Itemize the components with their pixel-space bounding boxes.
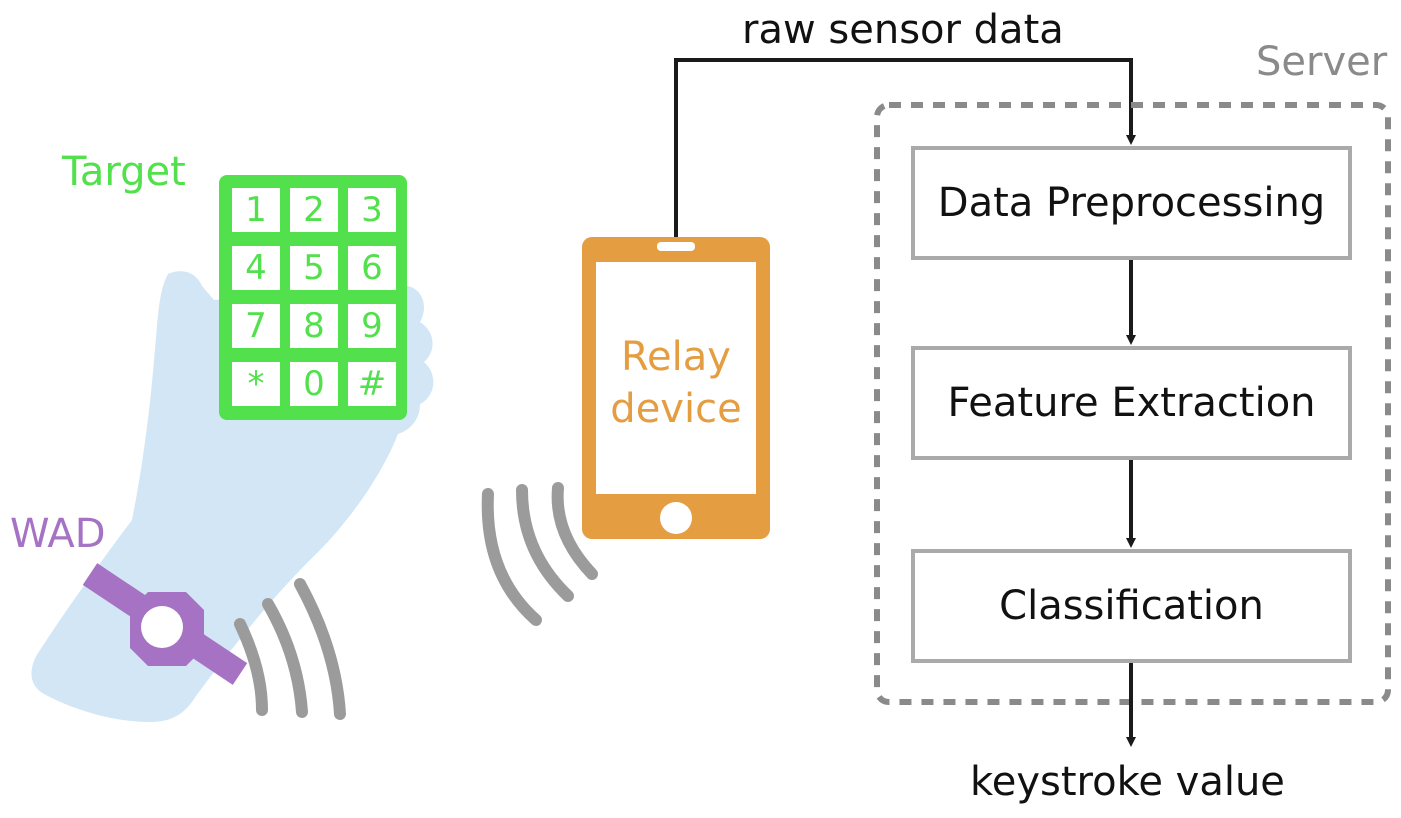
pipeline-label-classification: Classification [999,583,1264,629]
server-boundary [874,102,1391,705]
keypad-key: 6 [361,248,383,288]
keypad-key: 1 [245,190,267,230]
wad-signal-waves-icon [234,578,346,720]
keypad-key: 2 [303,190,325,230]
raw-sensor-data-label: raw sensor data [742,7,1064,53]
relay-signal-waves-icon [481,482,598,626]
keystroke-value-label: keystroke value [970,759,1285,805]
pipeline-label-feature-extraction: Feature Extraction [947,380,1316,426]
relay-label-line-2: device [610,386,742,432]
keypad-key: 4 [245,248,267,288]
keypad-key: 0 [303,364,325,404]
keypad-key: 3 [361,190,383,230]
pipeline-label-data-preprocessing: Data Preprocessing [937,180,1326,226]
pipeline-box-data-preprocessing [911,146,1352,260]
pipeline-box-feature-extraction [911,346,1352,460]
pipeline-box-classification [911,549,1352,663]
keypad-key: 9 [361,306,383,346]
relay-phone-icon [582,237,770,539]
wad-label: WAD [10,511,106,557]
keypad-key: 7 [245,306,267,346]
server-label: Server [1256,39,1388,85]
relay-device-label: Relay device [596,331,756,435]
keypad-key: 5 [303,248,325,288]
target-keypad [219,175,407,420]
raw-data-connector [674,58,1136,237]
keypad-key: 8 [303,306,325,346]
keypad-key: * [247,364,265,404]
relay-label-line-1: Relay [621,334,731,380]
wad-wristband [82,563,248,685]
keypad-key: # [357,364,387,404]
target-label: Target [62,149,186,195]
